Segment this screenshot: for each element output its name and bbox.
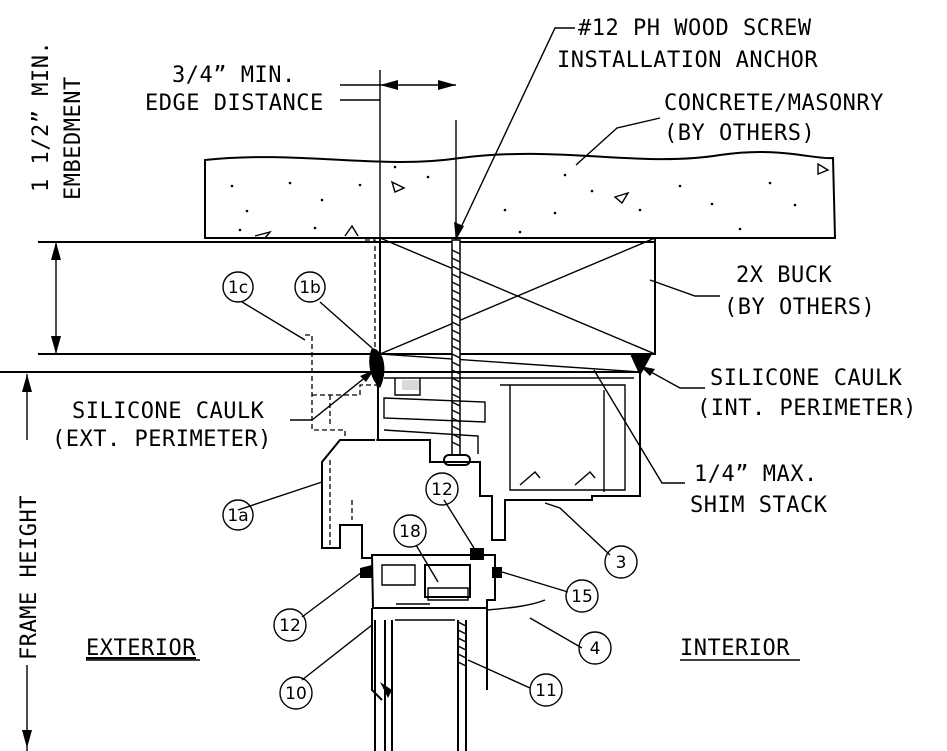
screw-label-line1: #12 PH WOOD SCREW [578,16,812,41]
callout-1c-circle [222,271,254,303]
callout-18: 18 [399,522,421,542]
sash-assembly [360,548,546,751]
embedment-line2: EMBEDMENT [61,76,86,200]
caulk-ext-line1: SILICONE CAULK [72,399,265,424]
callout-18-circle [393,514,427,548]
frame-head-profile [305,239,641,541]
leader-lines [237,27,720,689]
concrete-label-line2: (BY OTHERS) [664,121,815,146]
buck-section [0,237,656,388]
callout-12-bottom-circle [273,608,307,642]
edge-distance-dimension [340,70,457,240]
callout-3: 3 [616,553,627,573]
callout-4-circle [578,631,612,665]
callout-11: 11 [535,681,557,701]
callout-3-circle [604,545,638,579]
concrete-label-line1: CONCRETE/MASONRY [664,91,884,116]
embedment-line1: 1 1/2” MIN. [29,41,54,192]
buck-label-line2: (BY OTHERS) [724,295,875,320]
callout-circles [222,271,638,710]
shim-label-line1: 1/4” MAX. [694,462,818,487]
edge-distance-line1: 3/4” MIN. [172,63,296,88]
concrete-block [204,150,837,239]
callout-12-top-circle [425,472,459,506]
callout-1c: 1c [228,278,248,298]
caulk-int-line1: SILICONE CAULK [710,366,903,391]
callout-10: 10 [285,684,307,704]
callout-12-top: 12 [431,480,453,500]
callout-1a: 1a [227,506,248,526]
caulk-int-line2: (INT. PERIMETER) [697,396,917,421]
edge-distance-line2: EDGE DISTANCE [145,91,324,116]
screw-label-line2: INSTALLATION ANCHOR [557,48,818,73]
callout-12-bottom: 12 [279,616,301,636]
callout-1b-circle [294,271,326,303]
callout-1a-circle [222,499,254,531]
callout-15-circle [565,579,599,613]
callout-4: 4 [590,639,601,659]
frame-height-label: FRAME HEIGHT [17,495,42,660]
frame-height-dimension [22,374,32,751]
caulk-ext-line2: (EXT. PERIMETER) [52,427,272,452]
buck-label-line1: 2X BUCK [736,263,832,288]
interior-label: INTERIOR [680,636,790,661]
callout-10-circle [279,676,313,710]
shim-label-line2: SHIM STACK [690,493,828,518]
callout-1b: 1b [299,278,321,298]
callout-15: 15 [571,587,593,607]
embedment-dimension [51,242,61,354]
callout-11-circle [529,673,563,707]
exterior-cover-1a [321,439,375,559]
exterior-label: EXTERIOR [86,636,196,661]
